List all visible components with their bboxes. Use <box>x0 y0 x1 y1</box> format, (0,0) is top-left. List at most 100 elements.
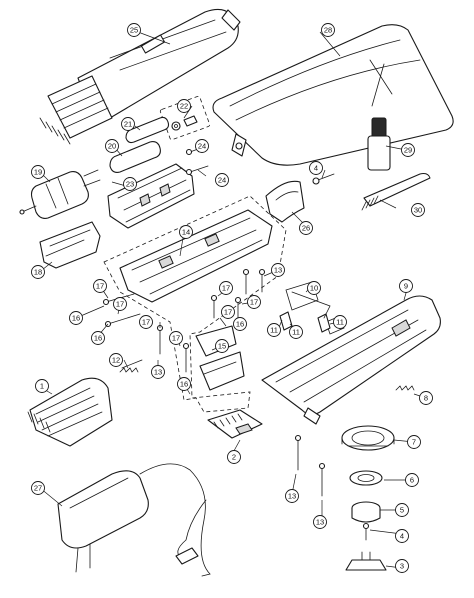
callout-13-d: 13 <box>313 515 327 529</box>
callout-12: 12 <box>109 353 123 367</box>
svg-text:6: 6 <box>410 476 414 485</box>
svg-text:7: 7 <box>412 438 416 447</box>
callout-22: 22 <box>177 99 191 113</box>
callout-28: 28 <box>321 23 335 37</box>
svg-text:18: 18 <box>34 268 42 277</box>
callout-3: 3 <box>395 559 409 573</box>
callout-16-b: 16 <box>91 331 105 345</box>
svg-text:17: 17 <box>96 282 104 291</box>
callout-19: 19 <box>31 165 45 179</box>
callout-16-c: 16 <box>233 317 247 331</box>
callout-29: 29 <box>401 143 415 157</box>
callout-17-c: 17 <box>219 281 233 295</box>
motor-assembly <box>19 169 101 269</box>
small-parts-top-right <box>265 117 431 223</box>
callout-21: 21 <box>121 117 135 131</box>
callout-27: 27 <box>31 481 45 495</box>
svg-text:11: 11 <box>292 328 300 337</box>
svg-text:13: 13 <box>288 492 296 501</box>
callout-15: 15 <box>215 339 229 353</box>
svg-text:25: 25 <box>130 26 138 35</box>
storage-pouch <box>212 24 454 166</box>
callout-18: 18 <box>31 265 45 279</box>
callout-2: 2 <box>227 450 241 464</box>
callout-24-a: 24 <box>195 139 209 153</box>
svg-text:19: 19 <box>34 168 42 177</box>
callout-14: 14 <box>179 225 193 239</box>
callout-8: 8 <box>419 391 433 405</box>
callout-13-b: 13 <box>151 365 165 379</box>
svg-text:27: 27 <box>34 484 42 493</box>
svg-text:26: 26 <box>302 224 310 233</box>
svg-text:11: 11 <box>270 326 278 335</box>
svg-text:8: 8 <box>424 394 428 403</box>
callout-30: 30 <box>411 203 425 217</box>
svg-text:21: 21 <box>124 120 132 129</box>
callout-17-b: 17 <box>113 297 127 311</box>
svg-text:30: 30 <box>414 206 422 215</box>
svg-text:29: 29 <box>404 146 412 155</box>
callout-23: 23 <box>123 177 137 191</box>
svg-text:16: 16 <box>72 314 80 323</box>
svg-text:13: 13 <box>316 518 324 527</box>
svg-text:1: 1 <box>40 382 44 391</box>
callout-17-e: 17 <box>221 305 235 319</box>
callout-4-lower: 4 <box>395 529 409 543</box>
callout-17-g: 17 <box>169 331 183 345</box>
svg-text:16: 16 <box>94 334 102 343</box>
callout-17-a: 17 <box>93 279 107 293</box>
springs-and-clips <box>119 291 415 391</box>
callout-16-a: 16 <box>69 311 83 325</box>
svg-text:17: 17 <box>250 298 258 307</box>
comb-attachment <box>27 377 113 447</box>
svg-text:24: 24 <box>198 142 206 151</box>
callout-16-d: 16 <box>177 377 191 391</box>
callout-7: 7 <box>407 435 421 449</box>
drive-stack <box>341 425 395 571</box>
callout-25: 25 <box>127 23 141 37</box>
svg-text:15: 15 <box>218 342 226 351</box>
svg-text:16: 16 <box>236 320 244 329</box>
svg-text:13: 13 <box>154 368 162 377</box>
fastener-screws <box>102 268 326 497</box>
svg-text:22: 22 <box>180 102 188 111</box>
svg-text:23: 23 <box>126 180 134 189</box>
svg-text:9: 9 <box>404 282 408 291</box>
svg-text:3: 3 <box>400 562 404 571</box>
callout-13-c: 13 <box>285 489 299 503</box>
svg-text:2: 2 <box>232 453 236 462</box>
callout-1: 1 <box>35 379 49 393</box>
svg-text:20: 20 <box>108 142 116 151</box>
callout-24-b: 24 <box>215 173 229 187</box>
blade <box>207 409 263 439</box>
svg-text:17: 17 <box>222 284 230 293</box>
svg-text:17: 17 <box>224 308 232 317</box>
callout-13-a: 13 <box>271 263 285 277</box>
svg-text:4: 4 <box>314 164 318 173</box>
callout-5: 5 <box>395 503 409 517</box>
callout-17-f: 17 <box>139 315 153 329</box>
svg-text:17: 17 <box>142 318 150 327</box>
svg-text:24: 24 <box>218 176 226 185</box>
chassis-frame <box>103 195 287 413</box>
callout-10: 10 <box>307 281 321 295</box>
clipper-assembled <box>39 8 241 145</box>
callout-11-a: 11 <box>267 323 281 337</box>
main-housing <box>261 281 441 425</box>
svg-text:28: 28 <box>324 26 332 35</box>
callout-4-upper: 4 <box>309 161 323 175</box>
callout-26: 26 <box>299 221 313 235</box>
svg-text:5: 5 <box>400 506 404 515</box>
svg-text:13: 13 <box>274 266 282 275</box>
ac-adapter <box>57 463 211 577</box>
svg-text:17: 17 <box>172 334 180 343</box>
svg-text:10: 10 <box>310 284 318 293</box>
callout-17-d: 17 <box>247 295 261 309</box>
callout-6: 6 <box>405 473 419 487</box>
callout-20: 20 <box>105 139 119 153</box>
battery-set <box>107 116 195 229</box>
svg-text:17: 17 <box>116 300 124 309</box>
callout-9: 9 <box>399 279 413 293</box>
callout-11-c: 11 <box>333 315 347 329</box>
